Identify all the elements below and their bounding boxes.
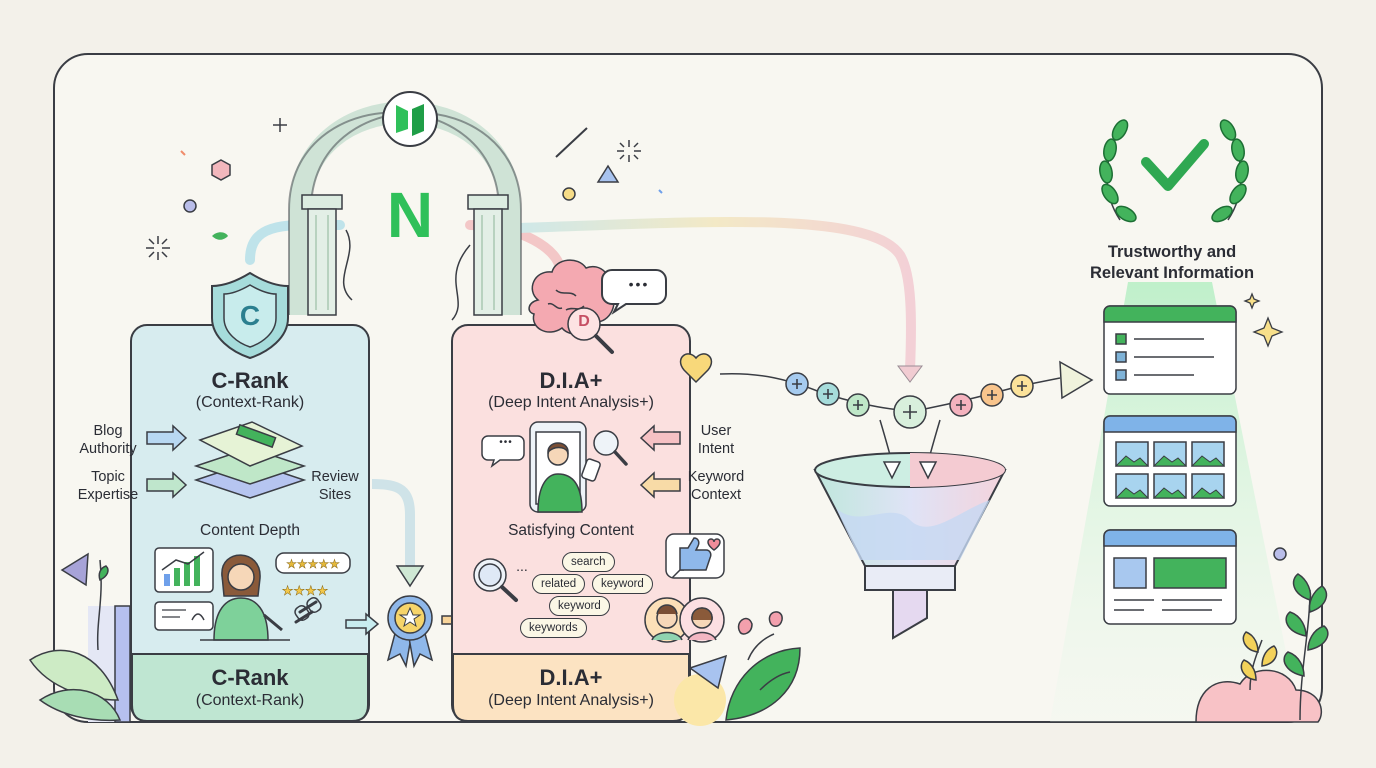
crank-title: C-Rank <box>211 368 289 393</box>
shield-letter: C <box>239 300 261 331</box>
flow-arrowhead <box>1059 360 1094 400</box>
review-sites-arrow <box>371 479 415 572</box>
middle-bottom-decor <box>674 611 801 726</box>
output-card-list <box>1103 305 1237 395</box>
content-layers-icon <box>193 421 307 499</box>
brain-icon <box>528 259 615 354</box>
award-ribbon-icon <box>386 595 434 669</box>
crank-input-topic-expertise: Topic Expertise <box>77 469 139 504</box>
keyword-tag-keywords: keywords <box>520 618 587 638</box>
output-card-layout <box>1103 529 1237 625</box>
top-flow-arrow <box>515 216 916 375</box>
output-card-image-grid <box>1103 415 1237 507</box>
dia-card-shape <box>451 324 691 722</box>
laurel-checkmark-icon <box>1099 119 1249 223</box>
funnel-shape <box>813 452 1007 640</box>
like-avatars-illustration <box>644 533 725 643</box>
arch-gateway <box>288 91 522 321</box>
brand-logo-letter: N <box>386 179 434 251</box>
dia-subtitle: (Deep Intent Analysis+) <box>488 394 654 411</box>
left-plant-decor <box>28 552 131 723</box>
dia-input-user-intent: User Intent <box>697 423 735 458</box>
dia-footer-title: D.I.A+ <box>539 665 603 690</box>
output-title: Trustworthy and Relevant Information <box>1089 243 1255 282</box>
dia-footer-subtitle: (Deep Intent Analysis+) <box>488 692 654 709</box>
phone-search-illustration <box>481 421 628 513</box>
dia-speech-bubble-shape <box>601 269 667 315</box>
keyword-tag-related: related <box>532 574 586 594</box>
crank-input-arrows <box>146 424 188 499</box>
keyword-tag-keyword-1: keyword <box>592 574 653 594</box>
crank-input-blog-authority: Blog Authority <box>79 423 137 458</box>
dia-large-bubble-dots: ••• <box>628 276 650 292</box>
sparkle-icons <box>1243 292 1284 348</box>
magnifier-icon <box>473 558 518 602</box>
dia-section-label: Satisfying Content <box>508 522 634 539</box>
right-plant-decor <box>1195 573 1329 723</box>
crank-section-label: Content Depth <box>200 522 300 539</box>
plus-nodes <box>785 372 1034 429</box>
keyword-tag-keyword-2: keyword <box>549 596 610 616</box>
dia-small-bubble-dots: ••• <box>499 437 513 448</box>
crank-footer-title: C-Rank <box>211 665 289 690</box>
crank-input-review-sites: Review Sites <box>311 469 359 504</box>
dia-input-arrows <box>639 424 681 499</box>
keyword-tag-search: search <box>562 552 615 572</box>
keyword-ellipsis: ... <box>516 558 528 574</box>
dia-input-keyword-context: Keyword Context <box>687 469 745 504</box>
svg-text:★★★★: ★★★★ <box>282 583 329 598</box>
shield-icon <box>211 271 289 360</box>
svg-text:★★★★★: ★★★★★ <box>286 557 340 571</box>
crank-subtitle: (Context-Rank) <box>195 394 305 411</box>
crank-footer-subtitle: (Context-Rank) <box>195 692 305 709</box>
heart-icon <box>679 353 713 384</box>
writer-illustration: ★★★★★ ★★★★ <box>154 547 351 641</box>
confetti-decor <box>146 118 1287 561</box>
brain-letter: D <box>578 313 590 330</box>
dia-title: D.I.A+ <box>539 368 603 393</box>
